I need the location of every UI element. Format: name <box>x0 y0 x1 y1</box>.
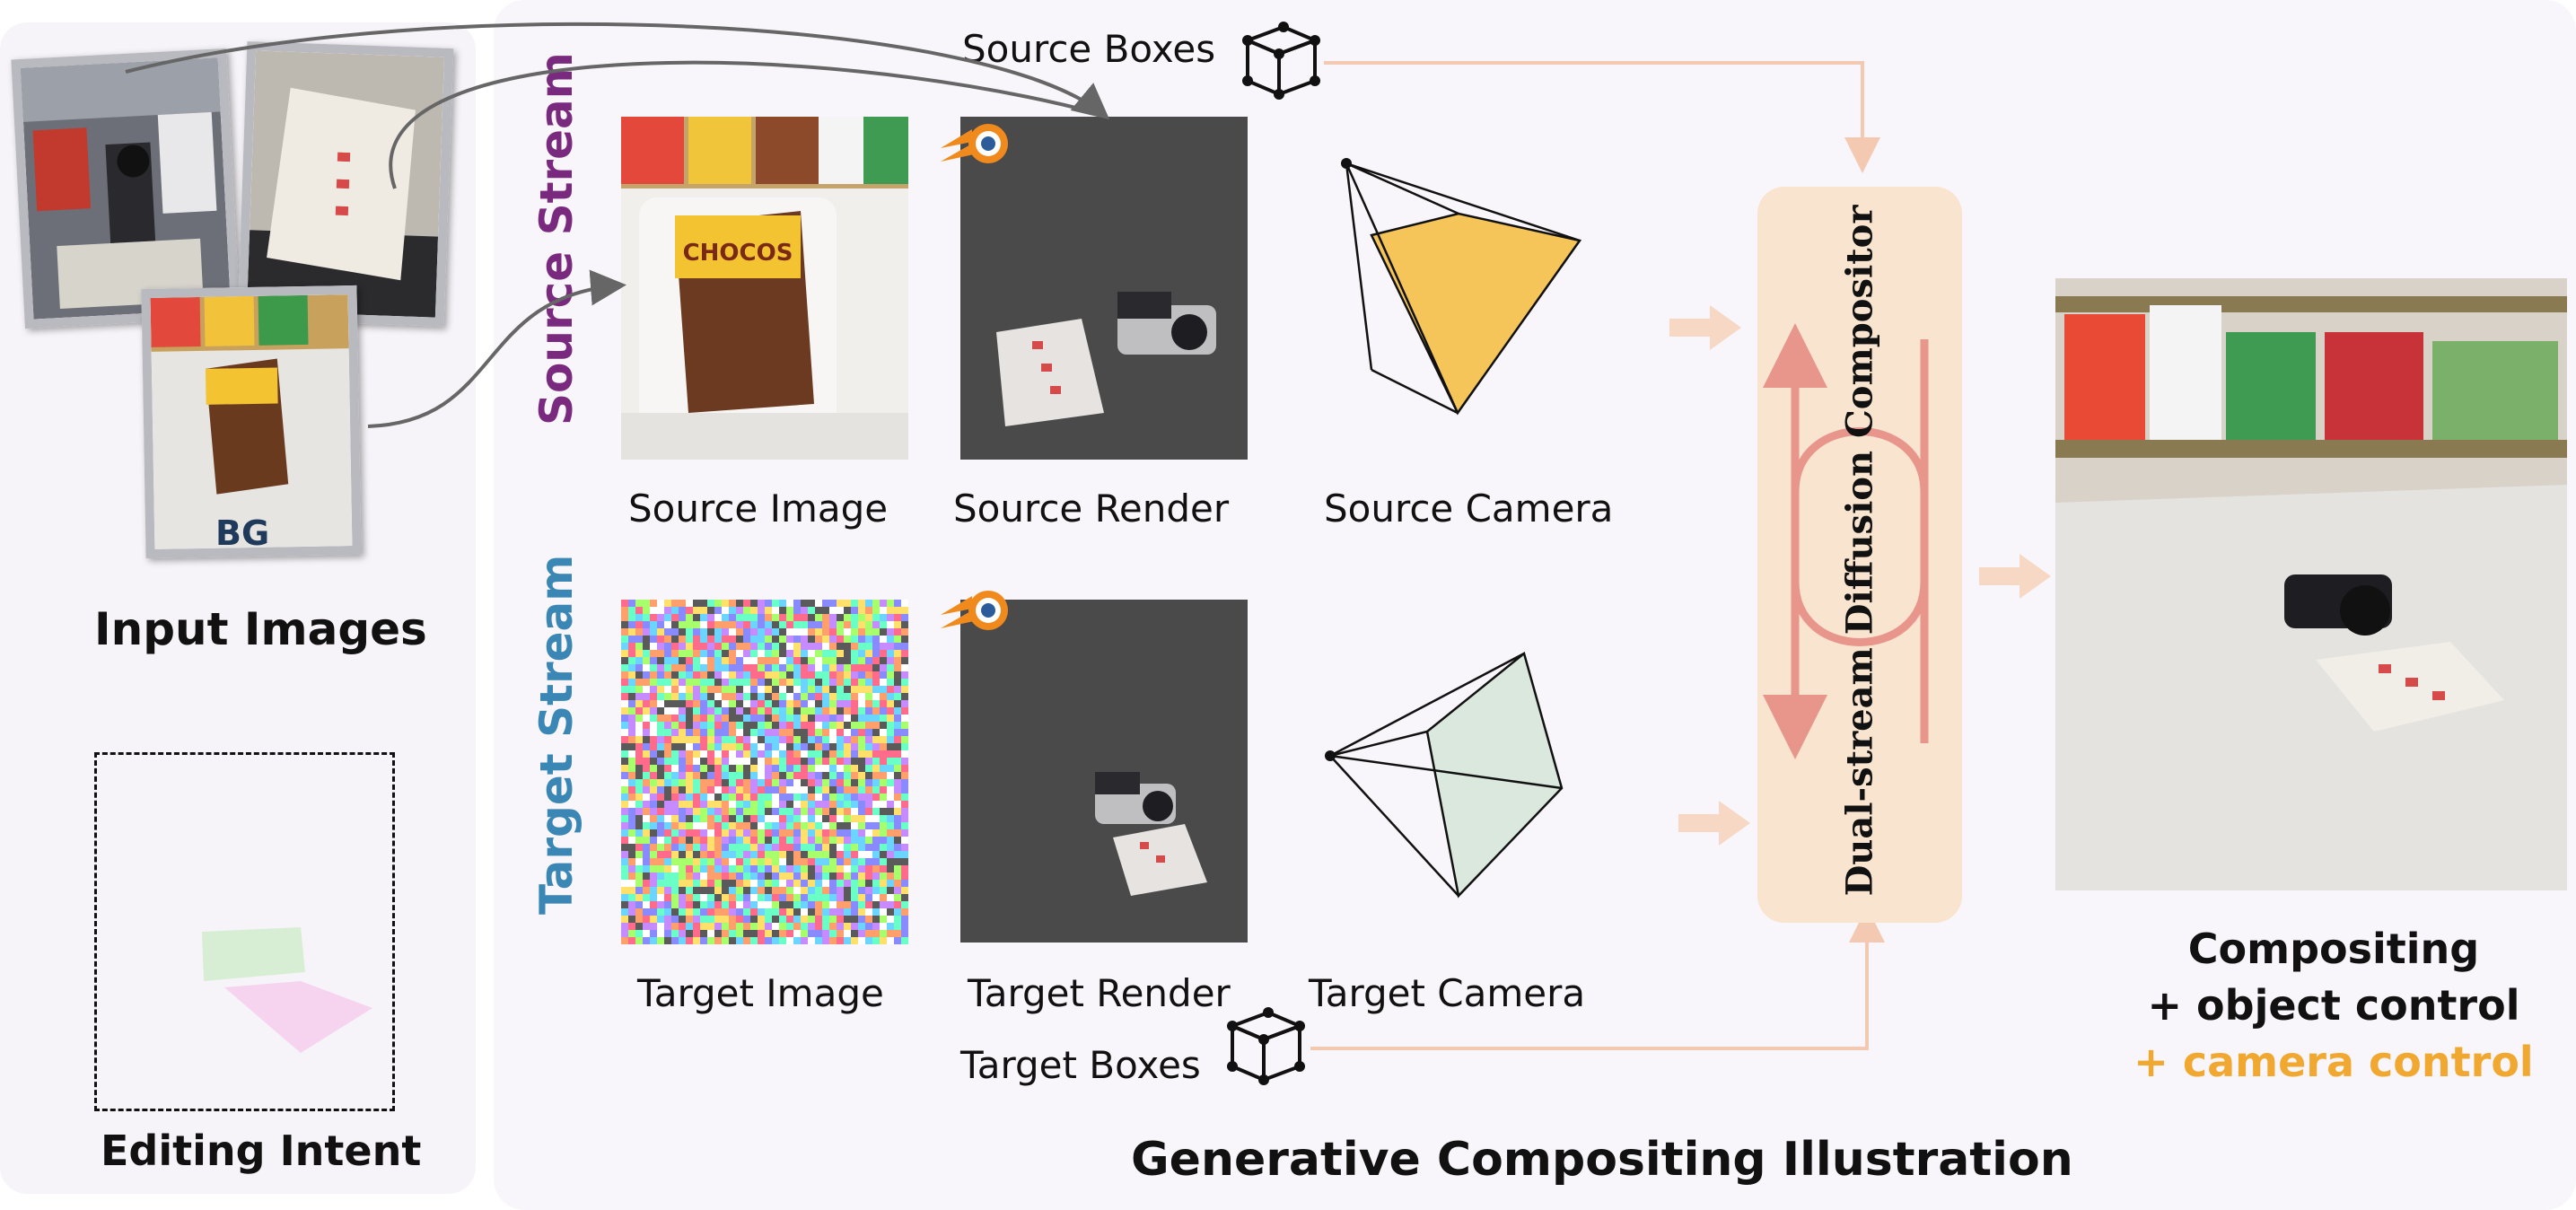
target-render <box>960 600 1248 943</box>
blender-icon <box>941 591 1008 630</box>
target-camera-frustum <box>1325 651 1564 899</box>
flow-arrow-target <box>1678 801 1750 846</box>
target-image-caption: Target Image <box>637 971 884 1015</box>
target-image-noise <box>621 600 908 944</box>
bg-label: BG <box>215 513 270 553</box>
source-camera-frustum <box>1341 158 1582 416</box>
source-render <box>960 117 1248 460</box>
cereal-brand-text: CHOCOS <box>683 240 793 267</box>
source-camera-caption: Source Camera <box>1324 487 1614 530</box>
compositor-title: Dual-stream Diffusion Compositor <box>1838 205 1881 897</box>
flow-arrow-output <box>1979 554 2051 599</box>
result-caption-line3: + camera control <box>2134 1038 2534 1086</box>
input-photo-bg <box>141 285 362 559</box>
source-image-caption: Source Image <box>628 487 889 530</box>
cube-wireframe-icon <box>1242 22 1320 100</box>
target-camera-caption: Target Camera <box>1309 971 1586 1015</box>
result-caption-line1: Compositing <box>2187 925 2480 973</box>
input-images-title: Input Images <box>94 603 427 655</box>
result-caption-line2: + object control <box>2147 981 2520 1030</box>
source-render-caption: Source Render <box>953 487 1230 530</box>
flow-arrow-source <box>1669 305 1741 350</box>
blender-icon <box>941 124 1008 163</box>
compositor-loop-arrows <box>1763 323 1929 759</box>
source-image: CHOCOS <box>621 117 908 460</box>
target-render-caption: Target Render <box>968 971 1231 1015</box>
result-image <box>2055 278 2567 890</box>
editing-intent-title: Editing Intent <box>101 1127 422 1175</box>
cube-wireframe-icon <box>1227 1007 1305 1085</box>
footer-title: Generative Compositing Illustration <box>1131 1133 2073 1187</box>
editing-intent-shapes <box>202 927 372 1053</box>
target-boxes-label: Target Boxes <box>960 1043 1201 1087</box>
editing-intent-box <box>94 752 395 1111</box>
source-boxes-label: Source Boxes <box>962 27 1216 71</box>
